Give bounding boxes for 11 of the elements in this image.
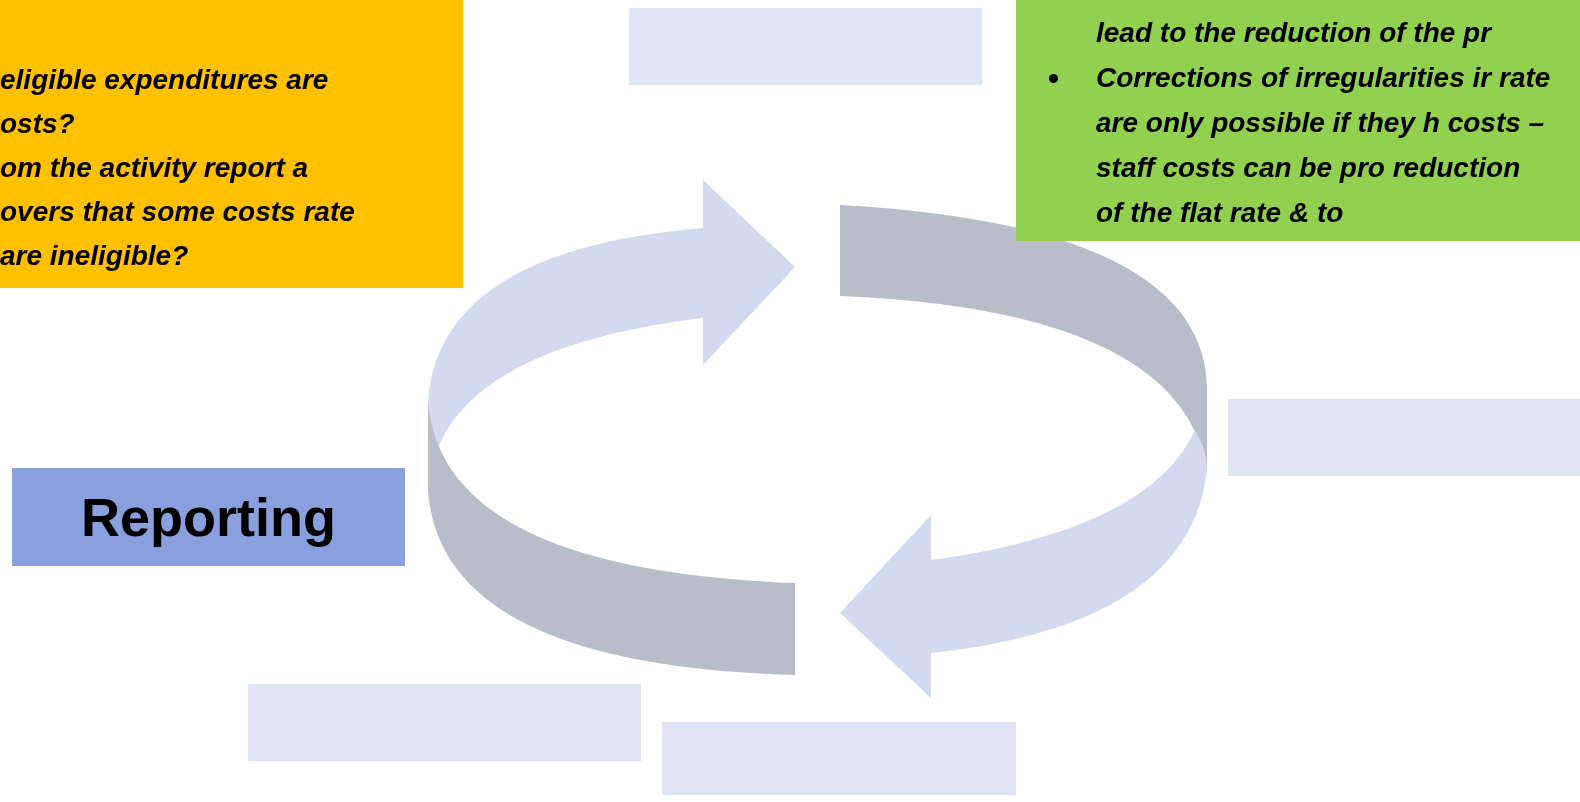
note-box [1016,0,1580,241]
bullet-text: eligible expenditures are osts? [0,63,330,141]
placeholder-box [248,684,641,761]
label-box: Reporting [12,468,405,566]
placeholder-box [1228,399,1580,476]
bullet-text: om the activity report a overs that some costs rate are ineligible? [0,151,356,273]
placeholder-box [629,8,982,85]
note-box [0,0,463,288]
bullet-text: Corrections of irregularities ir rate are only possible if they h costs – staff costs can be pro reduction of the flat rate & to [1096,61,1551,230]
bullet-text: lead to the reduction of the pr [1096,16,1494,50]
placeholder-box [662,722,1016,795]
